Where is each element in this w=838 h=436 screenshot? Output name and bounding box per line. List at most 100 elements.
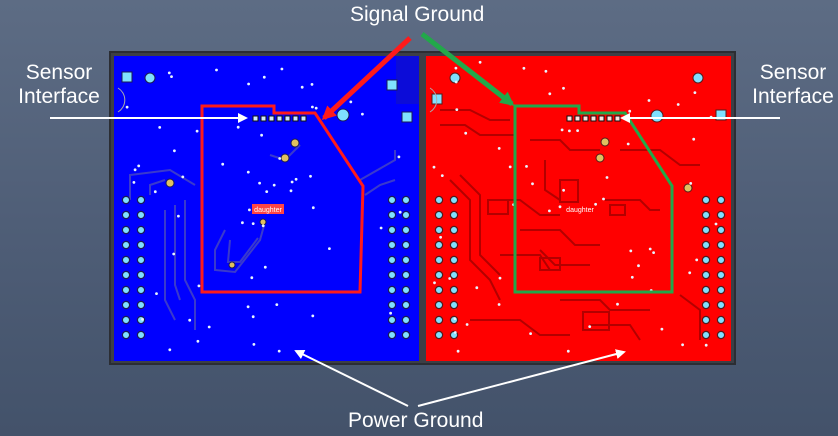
via <box>181 175 185 179</box>
via-pad-icon <box>165 178 175 188</box>
via <box>246 170 250 174</box>
via <box>248 208 251 212</box>
via <box>465 323 469 326</box>
header-pin <box>401 315 411 325</box>
header-pin <box>449 315 459 325</box>
via <box>637 264 640 268</box>
via <box>629 249 633 253</box>
via <box>132 181 136 184</box>
arrow-signal-red <box>321 36 412 121</box>
header-pin <box>121 210 131 220</box>
via <box>265 190 269 194</box>
header-pin <box>136 300 146 310</box>
via <box>433 281 436 285</box>
power-ground-label: Power Ground <box>348 409 484 432</box>
via <box>439 235 442 239</box>
header-pin <box>449 270 459 280</box>
header-pin <box>449 195 459 205</box>
signal-ground-outline-left <box>200 104 365 294</box>
header-pin <box>701 240 711 250</box>
header-pin <box>401 255 411 265</box>
left-board-blue: daughter <box>114 56 419 361</box>
header-pin <box>449 255 459 265</box>
header-pin <box>701 315 711 325</box>
via <box>508 165 512 169</box>
header-pin <box>449 300 459 310</box>
header-pin <box>701 210 711 220</box>
via <box>236 125 240 129</box>
via <box>628 109 632 113</box>
via <box>456 349 460 353</box>
via <box>263 265 267 269</box>
header-pin <box>136 210 146 220</box>
header-pin <box>136 225 146 235</box>
via <box>349 100 353 104</box>
via <box>647 99 651 102</box>
via <box>453 331 457 334</box>
via <box>704 343 708 347</box>
left-traces <box>129 144 396 330</box>
header-pin <box>701 285 711 295</box>
via-pad-icon <box>386 79 398 91</box>
via <box>294 177 298 181</box>
header-pin <box>701 255 711 265</box>
via <box>246 305 250 309</box>
via <box>172 252 176 256</box>
header-pin <box>136 270 146 280</box>
via <box>432 165 436 169</box>
header-pin <box>387 330 397 340</box>
header-pin <box>387 225 397 235</box>
via <box>652 251 655 255</box>
via <box>626 142 630 146</box>
header-pin <box>449 210 459 220</box>
header-pin <box>121 300 131 310</box>
via <box>311 314 315 318</box>
header-pin <box>434 255 444 265</box>
via <box>361 112 364 116</box>
via <box>398 210 402 214</box>
header-pin <box>136 255 146 265</box>
via <box>498 276 502 280</box>
sensor-interface-left-line2: Interface <box>18 85 100 108</box>
via <box>478 60 482 64</box>
header-pin <box>121 240 131 250</box>
via <box>714 222 718 226</box>
header-pin <box>716 255 726 265</box>
header-pin <box>434 240 444 250</box>
via <box>602 197 605 201</box>
header-pin <box>401 195 411 205</box>
via <box>155 292 158 295</box>
header-pin <box>136 285 146 295</box>
via <box>207 325 211 329</box>
via <box>695 258 699 262</box>
daughter-label-right: daughter <box>566 207 594 214</box>
via-pad-icon <box>121 71 133 83</box>
via <box>241 221 244 225</box>
via <box>310 83 314 86</box>
via <box>188 318 192 322</box>
via <box>314 106 318 110</box>
via-pad-icon <box>290 138 300 148</box>
via <box>261 224 265 228</box>
via <box>605 176 609 179</box>
header-pin <box>716 315 726 325</box>
header-pin <box>716 225 726 235</box>
header-pin <box>121 255 131 265</box>
via <box>397 155 401 159</box>
via <box>215 68 218 72</box>
left-pads <box>121 71 413 269</box>
header-pin <box>434 315 444 325</box>
via <box>247 82 251 86</box>
header-pin <box>434 270 444 280</box>
via <box>689 182 693 185</box>
via <box>272 183 276 187</box>
header-pin <box>121 315 131 325</box>
sensor-interface-right-line2: Interface <box>752 85 834 108</box>
via <box>133 168 137 172</box>
header-pin <box>716 240 726 250</box>
header-pin <box>401 285 411 295</box>
sensor-interface-label-right: Sensor Interface <box>750 61 836 109</box>
header-pin <box>387 270 397 280</box>
header-pin <box>701 330 711 340</box>
